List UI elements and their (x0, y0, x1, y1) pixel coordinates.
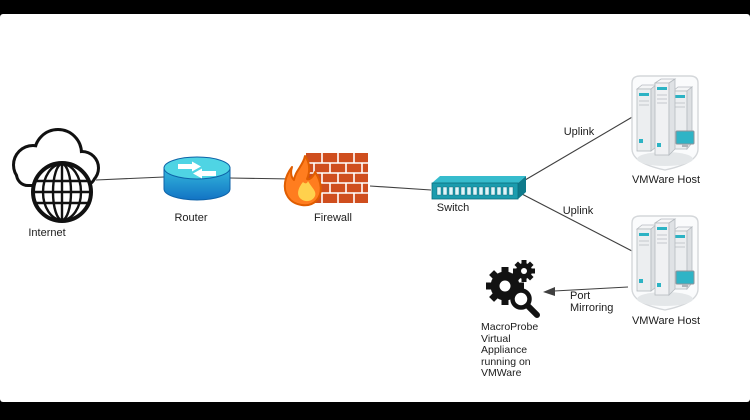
router-label: Router (174, 212, 208, 224)
switch-label: Switch (436, 202, 470, 214)
firewall-icon (283, 153, 368, 207)
edge-port-mirroring (553, 286, 629, 292)
slide-background (0, 14, 750, 402)
switch-icon (431, 176, 526, 200)
vmware-host-bottom-icon (631, 215, 699, 311)
uplink-top-label: Uplink (563, 126, 595, 138)
port-mirroring-arrowhead (543, 287, 555, 296)
router-arrows (178, 161, 216, 179)
macroprobe-label: MacroProbe Virtual Appliance running on … (481, 321, 539, 379)
edge-switch-host-top (519, 115, 635, 184)
vmware-host-bottom-label: VMWare Host (631, 315, 701, 327)
connection-lines (95, 115, 635, 292)
macroprobe-icon (486, 260, 540, 318)
magnifier-icon (510, 288, 540, 318)
firewall-label: Firewall (314, 212, 352, 224)
internet-icon (12, 128, 100, 223)
uplink-bottom-label: Uplink (562, 205, 594, 217)
vmware-host-top-label: VMWare Host (631, 174, 701, 186)
edge-switch-host-bottom (519, 192, 633, 252)
edge-router-firewall (229, 177, 293, 180)
internet-label: Internet (28, 227, 66, 239)
edge-internet-router (95, 176, 165, 181)
router-icon (163, 156, 231, 201)
switch-ports (436, 186, 514, 196)
vmware-host-top-icon (631, 75, 699, 171)
edge-firewall-switch (369, 185, 432, 191)
port-mirroring-label: Port Mirroring (570, 290, 614, 314)
